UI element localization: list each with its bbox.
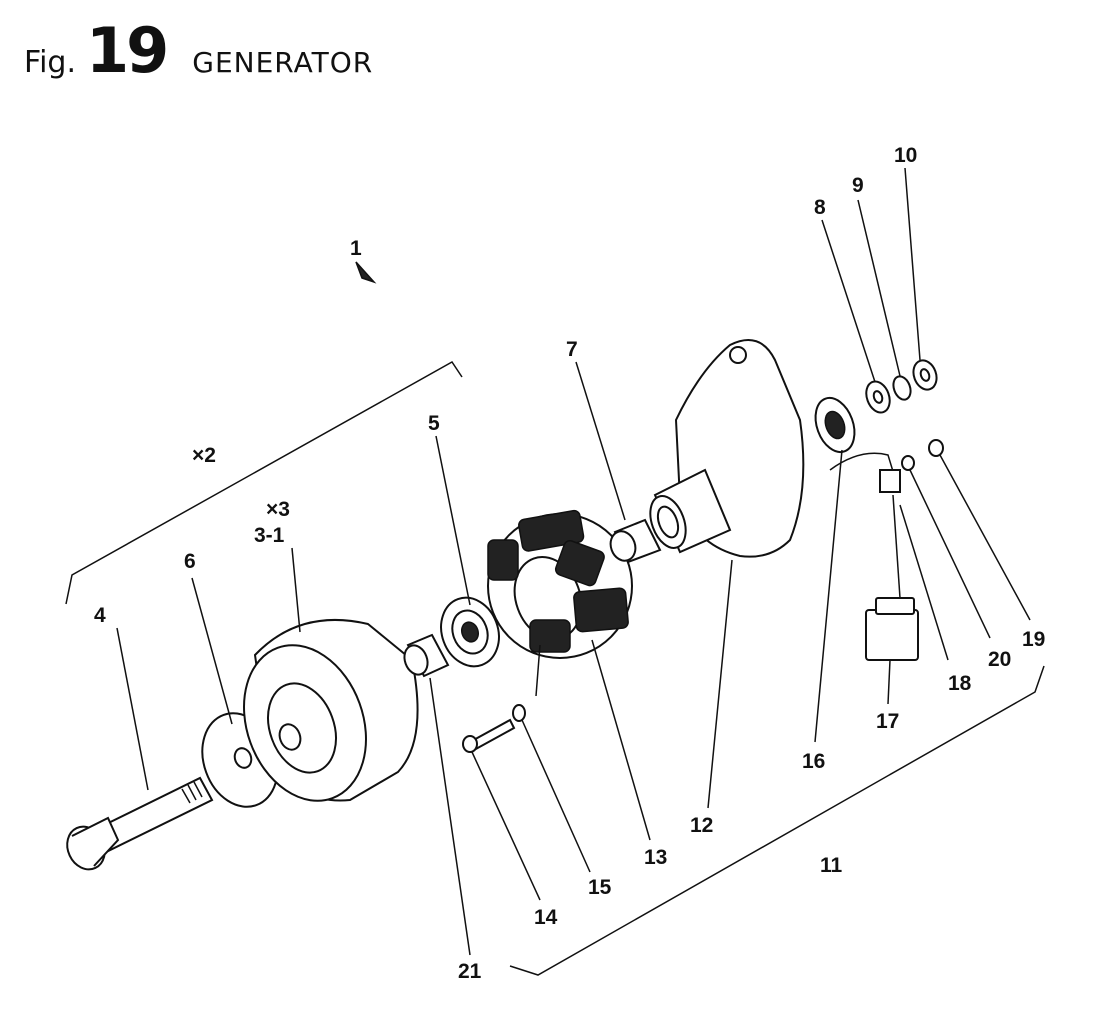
part-lockwasher-9: [892, 375, 912, 401]
upper-group-bracket: [65, 361, 463, 605]
part-lead-wire: [829, 452, 901, 599]
label-x3: ×3: [266, 498, 290, 521]
label-7: 7: [566, 338, 578, 361]
label-11: 11: [820, 854, 843, 877]
figure-header: Fig. 19 GENERATOR: [24, 14, 374, 87]
figure-title: GENERATOR: [192, 46, 374, 79]
label-21: 21: [458, 960, 482, 983]
part-washer-20: [901, 455, 915, 471]
part-washer-8: [865, 380, 891, 414]
label-13: 13: [644, 846, 667, 869]
part-bolt-4: [66, 776, 214, 871]
label-19: 19: [1022, 628, 1045, 651]
label-8: 8: [814, 196, 826, 219]
figure-number: 19: [86, 14, 169, 87]
label-15: 15: [588, 876, 612, 899]
part-bearing-5: [440, 596, 500, 668]
part-bushing-21: [403, 633, 450, 678]
label-1: 1: [350, 237, 362, 260]
label-17: 17: [876, 710, 899, 733]
label-9: 9: [852, 174, 864, 197]
part-stator-13: [487, 509, 633, 659]
figure-prefix: Fig.: [24, 45, 76, 80]
leader-lines: [116, 167, 1031, 956]
label-6: 6: [184, 550, 196, 573]
part-screw-19: [928, 439, 944, 457]
label-10: 10: [894, 144, 917, 167]
part-nut-10: [912, 359, 938, 391]
label-5: 5: [428, 412, 440, 435]
label-3-1: 3-1: [254, 524, 285, 547]
label-20: 20: [988, 648, 1011, 671]
label-16: 16: [802, 750, 825, 773]
label-14: 14: [534, 906, 558, 929]
part-housing-12: [649, 339, 805, 558]
part-connector-17: [865, 597, 919, 661]
part-washer-15: [512, 704, 526, 722]
label-18: 18: [948, 672, 972, 695]
label-4: 4: [94, 604, 106, 627]
part-rotor-3: [243, 618, 419, 802]
label-12: 12: [690, 814, 713, 837]
part-bearing-16: [814, 396, 856, 454]
part-collar-7: [609, 518, 662, 564]
part-screw-14: [462, 718, 516, 753]
assembly-arrow-icon: [355, 261, 377, 284]
label-x2: ×2: [192, 444, 216, 467]
lower-group-bracket: [509, 665, 1045, 976]
